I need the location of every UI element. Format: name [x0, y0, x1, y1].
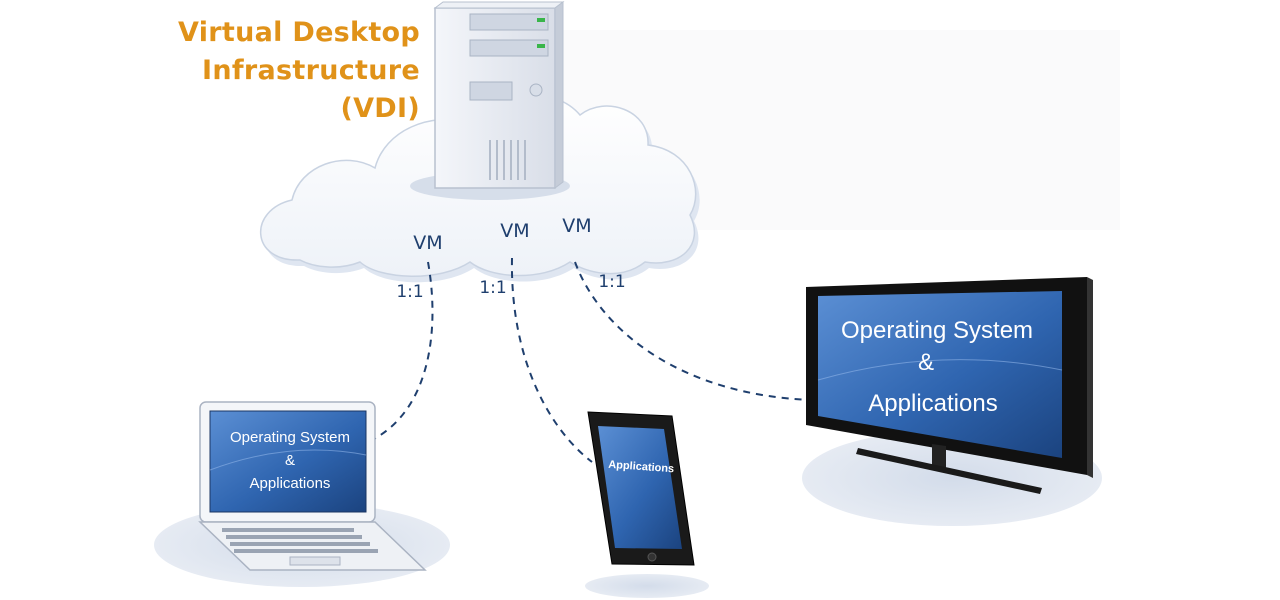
laptop-icon: Operating System & Applications: [198, 401, 427, 571]
tablet-icon: Applications: [587, 411, 695, 566]
tv-screen-line-1: Operating System: [841, 317, 1033, 344]
vm-label-3: VM: [562, 215, 591, 237]
tv-screen-line-3: Applications: [868, 390, 997, 417]
diagram-title: Virtual Desktop Infrastructure (VDI): [120, 14, 420, 128]
vm-label-2: VM: [500, 220, 529, 242]
tablet-floor-shadow: [585, 574, 709, 598]
vm-label-1: VM: [413, 232, 442, 254]
title-line-1: Virtual Desktop: [177, 17, 420, 48]
tv-screen: [818, 291, 1062, 458]
tablet-home-button: [647, 552, 657, 562]
tv-icon: Operating System & Applications: [806, 277, 1093, 494]
tablet-screen: [598, 426, 682, 549]
laptop-screen-line-2: &: [285, 452, 295, 469]
ratio-label-laptop: 1:1: [396, 282, 423, 302]
laptop-screen-line-3: Applications: [250, 475, 331, 492]
ratio-label-tablet: 1:1: [479, 278, 506, 298]
laptop-screen-line-1: Operating System: [230, 429, 350, 446]
tablet-screen-text: Applications: [608, 459, 675, 476]
tv-neck: [932, 444, 946, 470]
connection-tablet: [510, 257, 593, 463]
server-icon: [410, 1, 570, 200]
tv-screen-line-2: &: [918, 349, 934, 376]
connection-laptop: [371, 261, 434, 441]
ratio-label-tv: 1:1: [598, 272, 625, 292]
connection-tv: [574, 261, 813, 401]
title-line-2: Infrastructure (VDI): [201, 55, 420, 124]
tv-stand: [856, 448, 1042, 494]
connection-lines: [371, 257, 813, 463]
